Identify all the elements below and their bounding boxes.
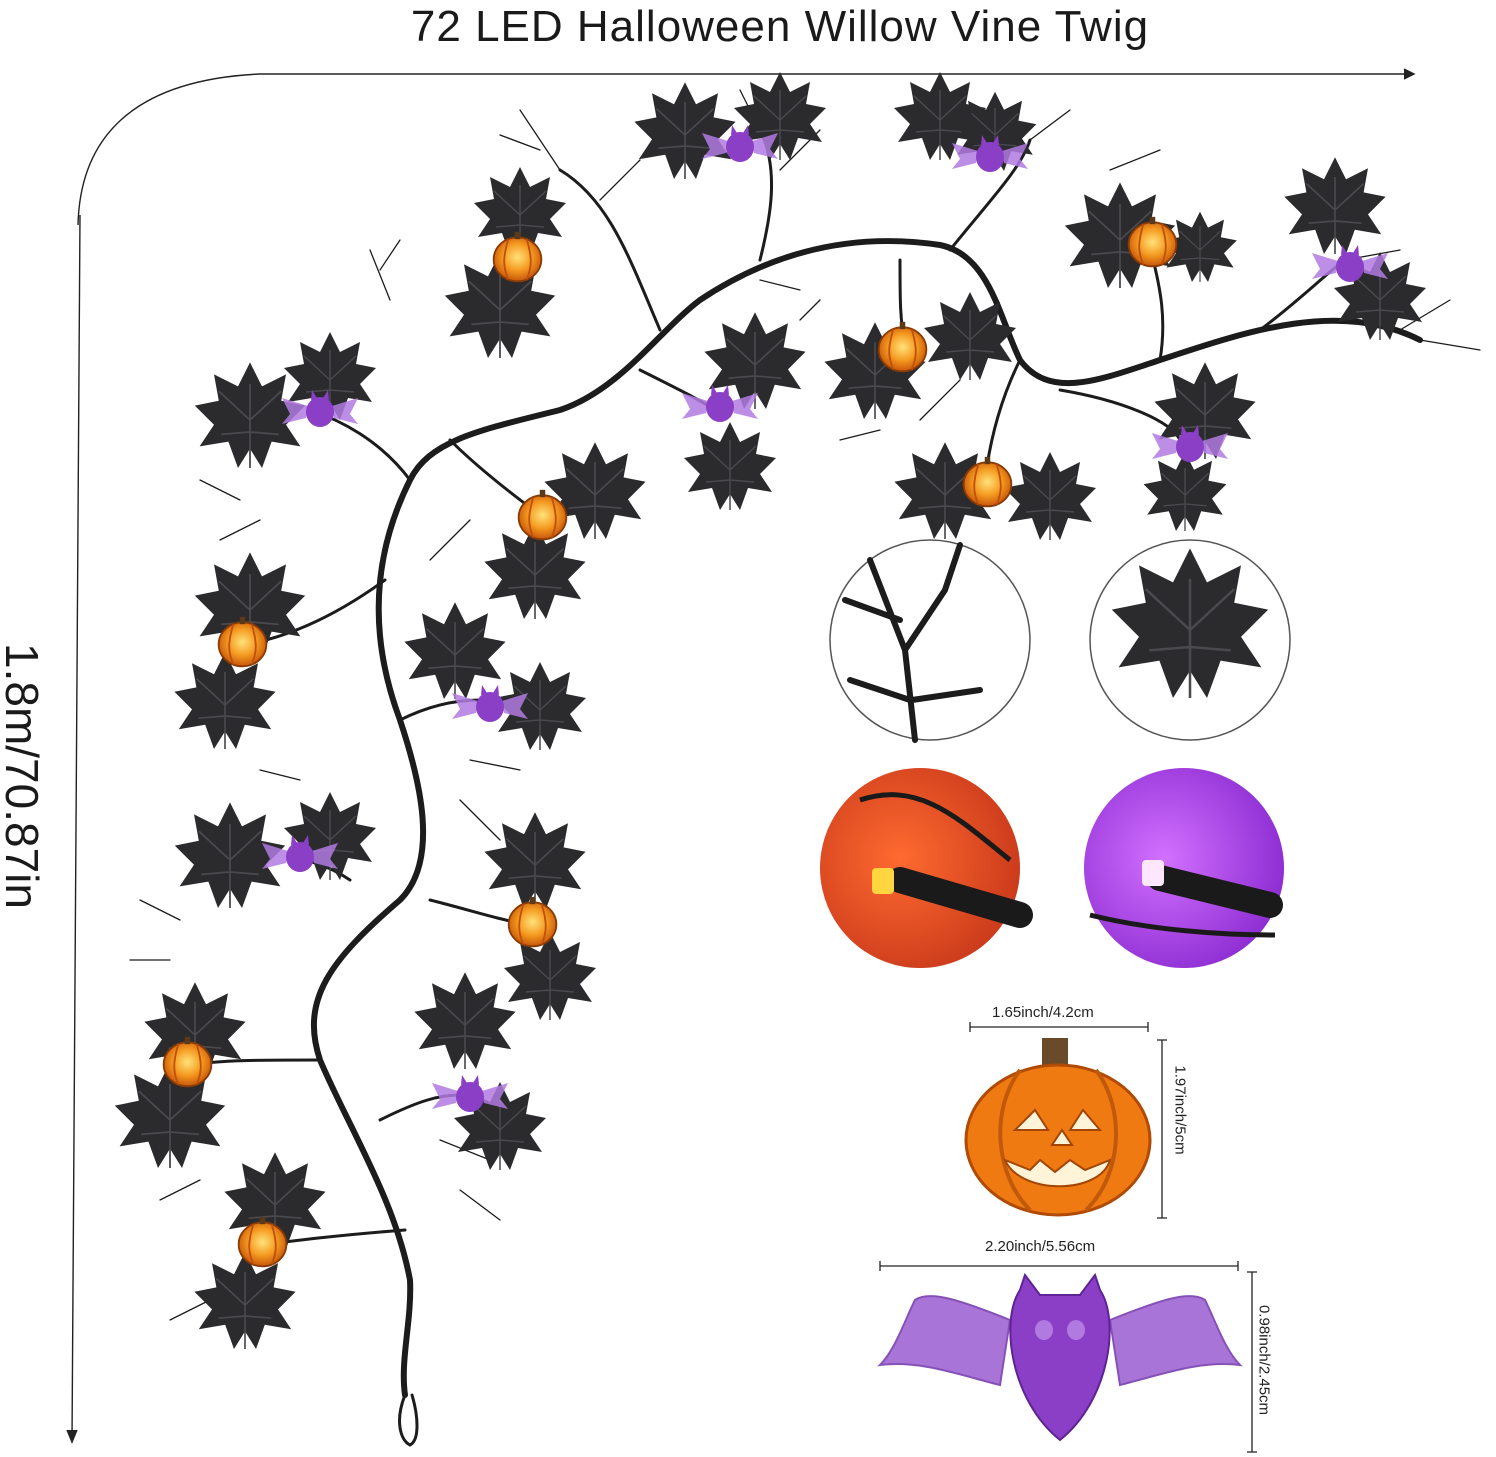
pumpkin-product [964, 1038, 1152, 1217]
bat-product [877, 1272, 1243, 1442]
width-arrow [77, 68, 1416, 226]
vine-branches [129, 89, 1481, 1447]
orange-led-closeup [820, 768, 1033, 968]
pumpkin-height-label: 1.97inch/5cm [1171, 1065, 1189, 1155]
pumpkin-dimension-guides [969, 1022, 1167, 1219]
leaf-closeup [1089, 539, 1291, 741]
bat-dimension-guides [879, 1261, 1257, 1453]
product-title: 72 LED Halloween Willow Vine Twig [410, 2, 1150, 51]
bat-width-label: 2.20inch/5.56cm [985, 1238, 1096, 1255]
branch-closeup [829, 539, 1031, 743]
bat-height-label: 0.98inch/2.45cm [1255, 1304, 1273, 1416]
height-arrow [66, 214, 81, 1444]
purple-led-closeup [1084, 768, 1284, 968]
pumpkin-width-label: 1.65inch/4.2cm [992, 1004, 1094, 1021]
